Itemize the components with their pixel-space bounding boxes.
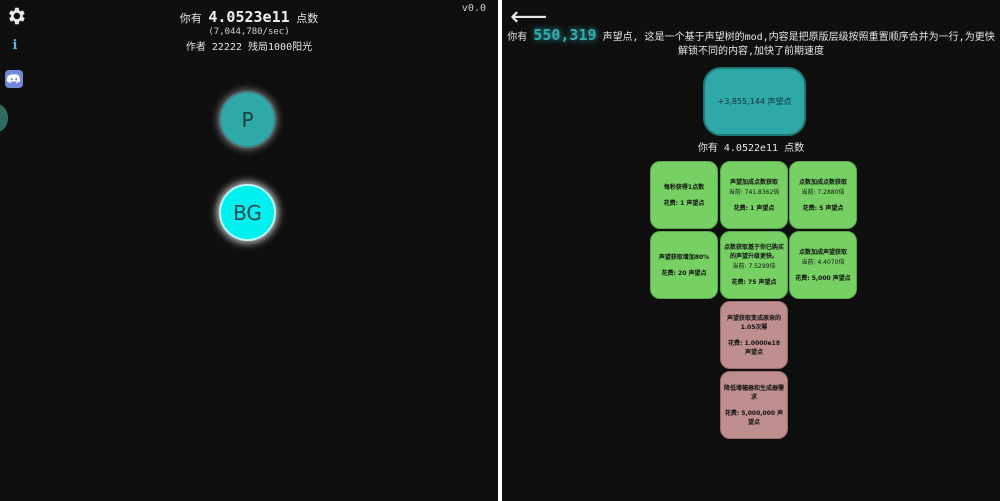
points-line-small: 你有 4.0522e11 点数 <box>697 143 805 154</box>
upgrade-effect: 当前: 7.5299倍 <box>732 263 776 270</box>
upgrade-effect: 当前: 741.8362倍 <box>728 188 780 196</box>
version-label: v0.0 <box>461 3 486 14</box>
upgrade-cost: 花费: 1 声望点 <box>663 199 705 207</box>
upgrade-title: 声望加成点数获取 <box>729 178 778 186</box>
upgrade-effect: 当前: 4.4070倍 <box>801 258 845 266</box>
upgrade-effect: 当前: 7.2880倍 <box>801 188 845 196</box>
tree-pane: i v0.0 你有 4.0523e11 点数 (7,044,780/sec) 作… <box>0 0 498 501</box>
upgrade-cost: 花费: 5,000 声望点 <box>795 274 851 282</box>
prestige-amount: 550,319 <box>533 26 597 44</box>
points-per-sec: (7,044,780/sec) <box>208 27 290 37</box>
layer-node-bg[interactable]: BG <box>219 184 276 241</box>
info-icon[interactable]: i <box>12 38 18 53</box>
side-node-button[interactable] <box>0 104 8 132</box>
upgrade-title: 声望获取增加80% <box>658 253 710 261</box>
upgrade-21[interactable]: 声望获取增加80% 花费: 20 声望点 <box>650 231 718 299</box>
upgrade-cost: 花费: 5 声望点 <box>802 204 844 212</box>
points-suffix: 点数 <box>296 12 319 25</box>
prestige-desc-text: 声望点, 这是一个基于声望树的mod,内容是把原版层级按照重置顺序合并为一行,为… <box>602 32 995 57</box>
layer-pane: ⟵ 你有 550,319 声望点, 这是一个基于声望树的mod,内容是把原版层级… <box>502 0 1000 501</box>
upgrade-cost: 花费: 75 声望点 <box>731 279 777 286</box>
discord-icon[interactable] <box>5 70 23 88</box>
upgrade-title: 声望获取变成原来的1.05次幂 <box>726 314 781 331</box>
prestige-description: 你有 550,319 声望点, 这是一个基于声望树的mod,内容是把原版层级按照… <box>502 28 1000 59</box>
upgrade-cost: 花费: 5,000,000 声望点 <box>724 409 784 426</box>
pane-divider[interactable] <box>498 0 502 501</box>
upgrade-32[interactable]: 降低增幅器和生成器需求 花费: 5,000,000 声望点 <box>720 371 788 439</box>
back-arrow-icon[interactable]: ⟵ <box>510 2 548 32</box>
upgrade-31[interactable]: 声望获取变成原来的1.05次幂 花费: 1.0000e18 声望点 <box>720 301 788 369</box>
prestige-prefix: 你有 <box>507 32 528 43</box>
points-line: 你有 4.0523e11 点数 <box>0 8 498 26</box>
upgrade-22[interactable]: 点数获取基于你已购买的声望升级更快。 当前: 7.5299倍 花费: 75 声望… <box>720 231 788 299</box>
upgrade-cost: 花费: 20 声望点 <box>661 269 707 277</box>
upgrade-13[interactable]: 点数加成点数获取 当前: 7.2880倍 花费: 5 声望点 <box>789 161 857 229</box>
upgrade-23[interactable]: 点数加成声望获取 当前: 4.4070倍 花费: 5,000 声望点 <box>789 231 857 299</box>
upgrade-11[interactable]: 每秒获得1点数 花费: 1 声望点 <box>650 161 718 229</box>
prestige-reset-button[interactable]: +3,855,144 声望点 <box>703 67 806 136</box>
upgrade-cost: 花费: 1.0000e18 声望点 <box>727 339 781 356</box>
upgrade-cost: 花费: 1 声望点 <box>733 204 775 212</box>
upgrade-title: 每秒获得1点数 <box>663 183 705 191</box>
upgrade-title: 点数加成声望获取 <box>798 248 847 256</box>
upgrade-title: 点数获取基于你已购买的声望升级更快。 <box>724 244 785 260</box>
points-prefix: 你有 <box>179 12 202 25</box>
upgrade-title: 降低增幅器和生成器需求 <box>724 384 785 401</box>
author-line: 作者 22222 残局1000阳光 <box>185 42 313 53</box>
upgrade-12[interactable]: 声望加成点数获取 当前: 741.8362倍 花费: 1 声望点 <box>720 161 788 229</box>
points-header: 你有 4.0523e11 点数 (7,044,780/sec) 作者 22222… <box>0 8 498 53</box>
gear-icon[interactable] <box>5 5 27 27</box>
points-value: 4.0523e11 <box>208 8 290 26</box>
upgrade-title: 点数加成点数获取 <box>798 178 847 186</box>
layer-node-p[interactable]: P <box>219 91 276 148</box>
